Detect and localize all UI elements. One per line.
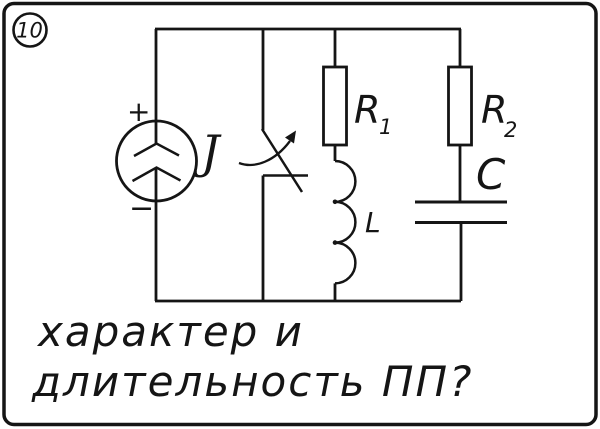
resistor-r1-label: R [354, 88, 380, 132]
resistor-r2-body [447, 65, 473, 147]
current-source-circle [115, 119, 198, 203]
resistor-r1-body [322, 65, 348, 147]
branch-r2-c: R 2 C [415, 29, 517, 301]
switch-blade [260, 128, 304, 193]
figure-number-circle [12, 12, 48, 48]
resistor-r2-subscript: 2 [504, 118, 517, 142]
question-line-2: длительность ПП? [31, 357, 473, 406]
switch [238, 29, 308, 301]
question-line-1: характер и [36, 307, 304, 356]
inductor-coil-joint [332, 240, 338, 245]
polarity-minus-label: − [129, 191, 154, 226]
resistor-r1-subscript: 1 [379, 115, 392, 139]
polarity-plus-label: + [127, 95, 150, 128]
current-source-label: J [193, 125, 222, 179]
branch-r1-l: R 1 L [322, 29, 392, 301]
current-source-chevron-top-icon [133, 142, 180, 158]
figure-number: 10 [16, 19, 43, 43]
inductor-label: L [365, 206, 381, 239]
current-source: + − J [115, 95, 222, 226]
inductor-coil [334, 159, 357, 285]
inductor-coil-joint [332, 199, 338, 205]
switch-action-arrowhead-icon [285, 130, 296, 144]
capacitor-label: C [476, 150, 506, 199]
resistor-r2-label: R [481, 88, 507, 132]
question: характер и длительность ПП? [31, 307, 473, 406]
figure-number-badge: 10 [12, 12, 48, 48]
switch-action-arrow-arc [238, 140, 291, 167]
current-source-chevron-bottom-icon [131, 166, 182, 183]
